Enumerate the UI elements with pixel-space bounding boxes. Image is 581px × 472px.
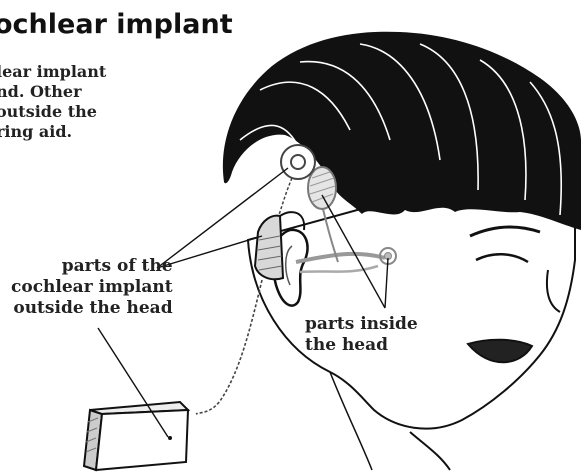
label-line: outside the head xyxy=(11,298,173,319)
battery-pack-jack xyxy=(168,436,172,440)
implant-receiver xyxy=(308,167,336,209)
label-line: parts of the xyxy=(11,256,173,277)
body-worn-cable xyxy=(196,280,262,414)
label-line: the head xyxy=(305,335,418,356)
label-internal-parts: parts inside the head xyxy=(305,314,418,356)
transmitter-coil xyxy=(281,145,315,179)
neck-line xyxy=(410,432,450,470)
label-line: cochlear implant xyxy=(11,277,173,298)
label-external-parts: parts of the cochlear implant outside th… xyxy=(11,256,173,319)
label-line: parts inside xyxy=(305,314,418,335)
face-outline xyxy=(248,190,575,429)
hair xyxy=(223,32,581,230)
battery-pack-front xyxy=(96,410,188,470)
